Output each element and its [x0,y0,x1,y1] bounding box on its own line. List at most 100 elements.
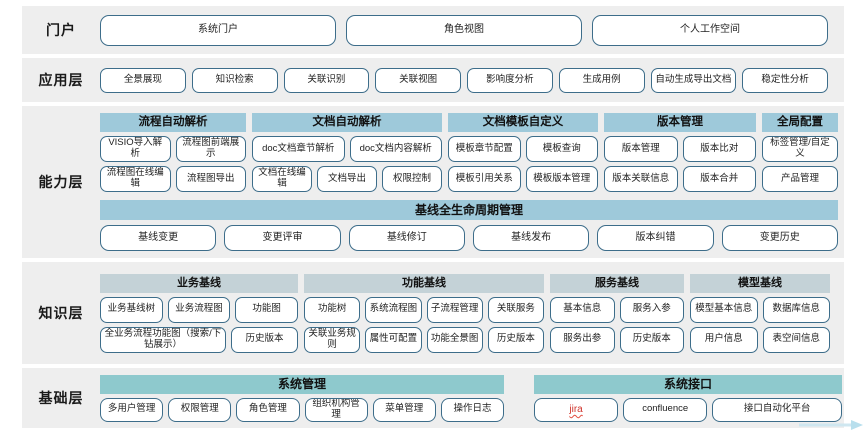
foundation-g1-c2[interactable]: 接口自动化平台 [712,397,842,422]
knowledge-g0-r0-c0[interactable]: 业务基线树 [100,296,163,323]
group-title-business-baseline: 业务基线 [100,273,298,293]
ability-g3-r0-c0[interactable]: 版本管理 [604,136,678,162]
ability-g0-r1-c1[interactable]: 流程图导出 [175,166,246,192]
group-cells-version: 版本管理 版本比对 版本关联信息 版本合并 [604,136,756,192]
cell-row: 多用户管理 权限管理 角色管理 组织机构管理 菜单管理 操作日志 [100,397,505,422]
cell-row: 关联业务规则 属性可配置 功能全景图 历史版本 [304,326,544,353]
group-title-process-parse: 流程自动解析 [100,113,246,132]
ability-g2-r1-c1[interactable]: 模板版本管理 [525,166,598,192]
knowledge-g3-r1-c0[interactable]: 用户信息 [690,326,758,353]
knowledge-g1-r1-c2[interactable]: 功能全景图 [426,326,483,353]
foundation-g0-c1[interactable]: 权限管理 [168,397,232,422]
ability-g0-r0-c1[interactable]: 流程图前端展示 [175,136,246,162]
layer-label-knowledge: 知识层 [38,305,84,321]
application-item-6[interactable]: 自动生成导出文档 [650,67,737,93]
foundation-g1-c1-confluence[interactable]: confluence [623,397,708,422]
cell-row: 产品管理 [762,166,838,192]
ability-g2-r0-c1[interactable]: 模板查询 [525,136,598,162]
knowledge-group-service: 服务基线 基本信息 服务入参 服务出参 历史版本 [550,273,684,353]
foundation-g0-c4[interactable]: 菜单管理 [372,397,436,422]
ability-group-process-parse: 流程自动解析 VISIO导入解析 流程图前端展示 流程图在线编辑 流程图导出 [100,113,246,192]
ability-group-global-config: 全局配置 标签管理/自定义 产品管理 [762,113,838,192]
group-cells-doc-parse: doc文档章节解析 doc文档内容解析 文档在线编辑 文档导出 权限控制 [252,136,442,192]
knowledge-g1-r0-c2[interactable]: 子流程管理 [426,296,483,323]
ability-g0-r1-c0[interactable]: 流程图在线编辑 [100,166,171,192]
ability-g4-r1-c0[interactable]: 产品管理 [762,166,838,192]
jira-label: jira [569,403,583,415]
application-item-4[interactable]: 影响度分析 [467,67,553,93]
foundation-group-system-mgmt: 系统管理 多用户管理 权限管理 角色管理 组织机构管理 菜单管理 操作日志 [100,374,505,422]
knowledge-g1-r0-c0[interactable]: 功能树 [304,296,361,323]
ability-g3-r1-c0[interactable]: 版本关联信息 [604,166,678,192]
knowledge-g0-r1-c0[interactable]: 全业务流程功能图（搜索/下钻展示） [100,326,226,353]
ability-g3-r1-c1[interactable]: 版本合并 [682,166,756,192]
ability-g1-r0-c1[interactable]: doc文档内容解析 [349,136,442,162]
application-item-0[interactable]: 全景展现 [100,67,186,93]
knowledge-g2-r1-c0[interactable]: 服务出参 [550,326,615,353]
portal-item-1[interactable]: 角色视图 [346,14,582,46]
layer-label-application: 应用层 [38,72,84,88]
foundation-g0-c5[interactable]: 操作日志 [440,397,505,422]
ability-g1-r0-c0[interactable]: doc文档章节解析 [252,136,345,162]
knowledge-g2-r0-c1[interactable]: 服务入参 [619,296,684,323]
knowledge-g3-r1-c1[interactable]: 表空间信息 [762,326,830,353]
ability-g1-r1-c1[interactable]: 文档导出 [317,166,377,192]
group-cells-function-baseline: 功能树 系统流程图 子流程管理 关联服务 关联业务规则 属性可配置 功能全景图 … [304,296,544,353]
layer-knowledge-body: 业务基线 业务基线树 业务流程图 功能图 全业务流程功能图（搜索/下钻展示） 历… [100,273,846,353]
layer-portal-items: 系统门户 角色视图 个人工作空间 [100,14,844,46]
layer-foundation-body: 系统管理 多用户管理 权限管理 角色管理 组织机构管理 菜单管理 操作日志 [100,374,858,422]
ability-g4-r0-c0[interactable]: 标签管理/自定义 [762,136,838,162]
baseline-item-4[interactable]: 版本纠错 [597,225,714,251]
group-cells-business-baseline: 业务基线树 业务流程图 功能图 全业务流程功能图（搜索/下钻展示） 历史版本 [100,296,299,353]
ability-g2-r0-c0[interactable]: 模板章节配置 [448,136,521,162]
ability-g1-r1-c2[interactable]: 权限控制 [382,166,442,192]
knowledge-g1-r0-c1[interactable]: 系统流程图 [365,296,422,323]
ability-g2-r1-c0[interactable]: 模板引用关系 [448,166,521,192]
knowledge-g0-r0-c2[interactable]: 功能图 [235,296,299,323]
layer-knowledge: 知识层 业务基线 业务基线树 业务流程图 功能图 全业务流程功能图（搜索/下钻展… [22,262,844,364]
cell-row: 服务出参 历史版本 [550,326,684,353]
knowledge-g3-r0-c1[interactable]: 数据库信息 [762,296,830,323]
baseline-item-1[interactable]: 变更评审 [224,225,341,251]
knowledge-g1-r1-c1[interactable]: 属性可配置 [365,326,422,353]
application-item-1[interactable]: 知识检索 [191,67,278,93]
group-cells-service-baseline: 基本信息 服务入参 服务出参 历史版本 [550,296,684,353]
knowledge-g1-r1-c0[interactable]: 关联业务规则 [304,326,361,353]
knowledge-group-function: 功能基线 功能树 系统流程图 子流程管理 关联服务 关联业务规则 属性可配置 功… [304,273,544,353]
portal-item-0[interactable]: 系统门户 [100,14,336,46]
foundation-g0-c3[interactable]: 组织机构管理 [304,397,368,422]
layer-portal: 门户 系统门户 角色视图 个人工作空间 [22,6,844,54]
foundation-group-row: 系统管理 多用户管理 权限管理 角色管理 组织机构管理 菜单管理 操作日志 [100,374,842,422]
knowledge-g2-r0-c0[interactable]: 基本信息 [550,296,615,323]
baseline-item-0[interactable]: 基线变更 [100,225,217,251]
knowledge-g3-r0-c0[interactable]: 模型基本信息 [690,296,758,323]
baseline-item-2[interactable]: 基线修订 [348,225,465,251]
application-item-7[interactable]: 稳定性分析 [742,67,828,93]
layer-ability-body: 流程自动解析 VISIO导入解析 流程图前端展示 流程图在线编辑 流程图导出 [100,113,854,251]
group-cells-doc-template: 模板章节配置 模板查询 模板引用关系 模板版本管理 [448,136,598,192]
application-item-5[interactable]: 生成用例 [558,67,645,93]
ability-g3-r0-c1[interactable]: 版本比对 [682,136,756,162]
cell-row: 功能树 系统流程图 子流程管理 关联服务 [304,296,544,323]
knowledge-g1-r1-c3[interactable]: 历史版本 [487,326,544,353]
ability-group-doc-template: 文档模板自定义 模板章节配置 模板查询 模板引用关系 模板版本管理 [448,113,598,192]
knowledge-g2-r1-c1[interactable]: 历史版本 [619,326,684,353]
knowledge-g0-r0-c1[interactable]: 业务流程图 [167,296,231,323]
baseline-item-5[interactable]: 变更历史 [721,225,838,251]
cell-row: 版本管理 版本比对 [604,136,756,162]
foundation-g1-c0-jira[interactable]: jira [534,397,619,422]
application-item-2[interactable]: 关联识别 [283,67,370,93]
ability-g1-r1-c0[interactable]: 文档在线编辑 [252,166,312,192]
application-item-3[interactable]: 关联视图 [375,67,461,93]
knowledge-g0-r1-c1[interactable]: 历史版本 [231,326,298,353]
layer-application: 应用层 全景展现 知识检索 关联识别 关联视图 影响度分析 生成用例 自动生成导… [22,58,844,102]
cell-row: 文档在线编辑 文档导出 权限控制 [252,166,442,192]
foundation-g0-c0[interactable]: 多用户管理 [100,397,164,422]
foundation-g0-c2[interactable]: 角色管理 [236,397,300,422]
portal-item-2[interactable]: 个人工作空间 [592,14,828,46]
baseline-item-3[interactable]: 基线发布 [472,225,590,251]
knowledge-g1-r0-c3[interactable]: 关联服务 [487,296,544,323]
ability-g0-r0-c0[interactable]: VISIO导入解析 [100,136,171,162]
knowledge-group-row: 业务基线 业务基线树 业务流程图 功能图 全业务流程功能图（搜索/下钻展示） 历… [100,273,830,353]
connector-arrow-icon [799,420,863,430]
